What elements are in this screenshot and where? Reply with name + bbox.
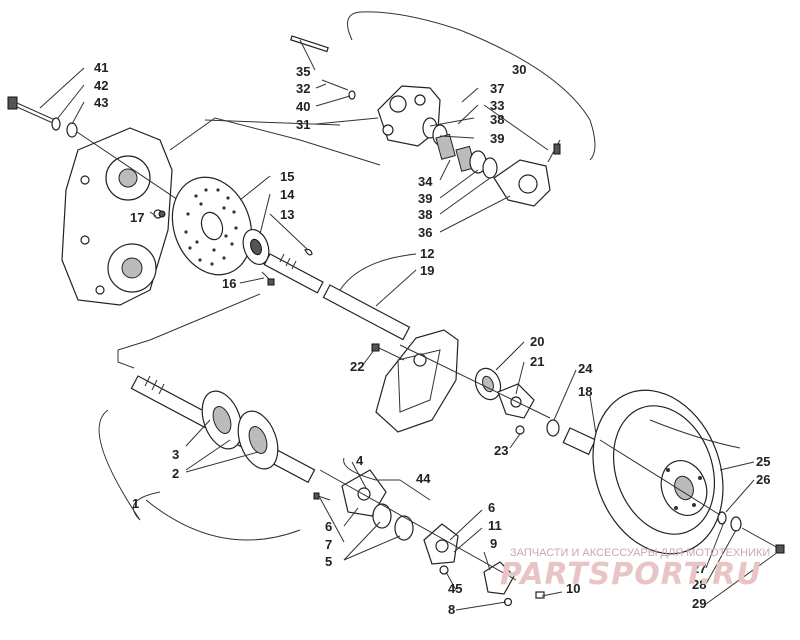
callout-15: 15 — [280, 169, 294, 184]
caliper-assembly — [290, 35, 561, 207]
callout-33: 33 — [490, 98, 504, 113]
callout-23: 23 — [494, 443, 508, 458]
key-13 — [304, 248, 313, 256]
callout-37: 37 — [490, 81, 504, 96]
callout-22: 22 — [350, 359, 364, 374]
callout-3: 3 — [172, 447, 179, 462]
shaft-19 — [322, 284, 411, 341]
callout-13: 13 — [280, 207, 294, 222]
callout-39a: 39 — [490, 131, 504, 146]
callout-45: 45 — [448, 581, 462, 596]
callout-11: 11 — [488, 518, 502, 533]
callout-9: 9 — [490, 536, 497, 551]
callout-18: 18 — [578, 384, 592, 399]
flange-6 — [423, 523, 459, 565]
hub-26 — [717, 511, 742, 532]
nut-23 — [515, 425, 525, 435]
callout-10: 10 — [566, 581, 580, 596]
hub-14 — [242, 228, 270, 266]
callout-43: 43 — [94, 95, 108, 110]
flange-4 — [341, 469, 387, 517]
callout-20: 20 — [530, 334, 544, 349]
bearing-20 — [474, 367, 502, 401]
chaincase-housing — [61, 127, 173, 306]
watermark: ЗАПЧАСТИ И АКСЕССУАРЫ ДЛЯ МОТОТЕХНИКИ PA… — [500, 547, 770, 592]
watermark-caption: ЗАПЧАСТИ И АКСЕССУАРЫ ДЛЯ МОТОТЕХНИКИ — [510, 547, 770, 559]
callout-16: 16 — [222, 276, 236, 291]
callout-19: 19 — [420, 263, 434, 278]
washer-24 — [546, 419, 560, 437]
callout-28: 28 — [692, 577, 706, 592]
callout-38a: 38 — [490, 112, 504, 127]
callout-24: 24 — [578, 361, 593, 376]
washer-43 — [66, 122, 78, 138]
sprocket-3 — [201, 390, 243, 450]
washer-42 — [51, 117, 61, 131]
shaft-12 — [263, 253, 324, 294]
callout-35: 35 — [296, 64, 310, 79]
callout-25: 25 — [756, 454, 770, 469]
callout-44: 44 — [416, 471, 431, 486]
spacer-18 — [562, 427, 597, 456]
callout-2: 2 — [172, 466, 179, 481]
callout-38b: 38 — [418, 207, 432, 222]
bearing-5b — [394, 515, 414, 541]
callout-17: 17 — [130, 210, 144, 225]
callout-42: 42 — [94, 78, 108, 93]
callout-4: 4 — [356, 453, 364, 468]
callout-26: 26 — [756, 472, 770, 487]
callout-27: 27 — [692, 561, 706, 576]
bolt-22 — [371, 343, 405, 361]
callout-1: 1 — [132, 496, 139, 511]
callout-34: 34 — [418, 174, 433, 189]
callout-31: 31 — [296, 117, 310, 132]
callout-7: 7 — [325, 537, 332, 552]
bearing-5a — [372, 503, 392, 529]
callout-30: 30 — [512, 62, 526, 77]
bolt-29 — [741, 527, 785, 554]
leader-lines — [39, 11, 779, 611]
bearing-plate — [375, 329, 459, 433]
callout-41: 41 — [94, 60, 108, 75]
callout-14: 14 — [280, 187, 295, 202]
nut-17 — [158, 210, 166, 218]
callouts: 41 42 43 35 32 40 31 30 37 33 38 39 34 3… — [94, 60, 770, 617]
bolt-7 — [313, 492, 331, 501]
cap-9 — [483, 561, 515, 595]
bolt-41 — [7, 96, 56, 125]
callout-32: 32 — [296, 81, 310, 96]
callout-36: 36 — [418, 225, 432, 240]
callout-8: 8 — [448, 602, 455, 617]
drive-wheel — [592, 389, 724, 555]
bolt-10 — [535, 591, 545, 599]
callout-39b: 39 — [418, 191, 432, 206]
callout-21: 21 — [530, 354, 544, 369]
callout-29: 29 — [692, 596, 706, 611]
callout-5: 5 — [325, 554, 332, 569]
bolt-16 — [261, 271, 275, 286]
callout-6a: 6 — [325, 519, 332, 534]
callout-6b: 6 — [488, 500, 495, 515]
caliper-bracket-line — [299, 139, 381, 166]
watermark-logo: PARTSPORT.RU — [500, 557, 762, 592]
callout-40: 40 — [296, 99, 310, 114]
callout-12: 12 — [420, 246, 434, 261]
brake-disc — [171, 176, 253, 276]
